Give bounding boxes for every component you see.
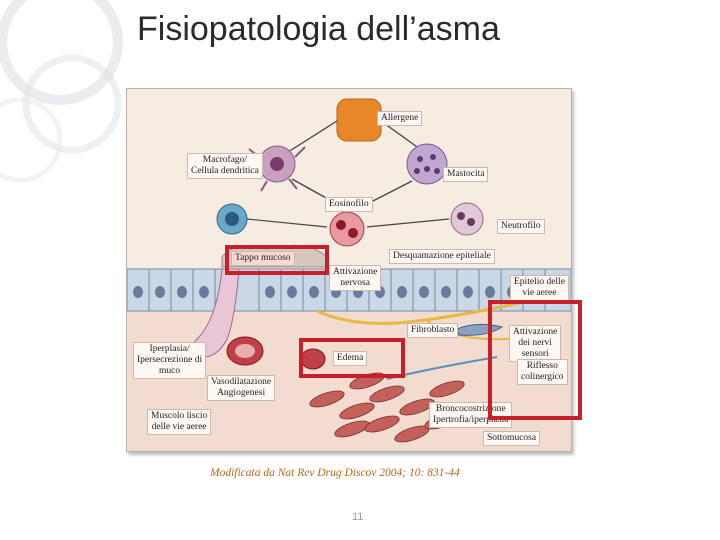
highlight-box-edema — [299, 338, 405, 378]
label-broncocostrizione: Broncocostrizione Ipertrofia/iperplasia — [429, 402, 513, 428]
label-tappo-mucoso: Tappo mucoso — [231, 251, 295, 266]
label-fibroblasto: Fibroblasto — [407, 323, 459, 338]
label-macrofago: Macrofago/ Cellula dendritica — [187, 153, 263, 179]
decorative-circles — [0, 0, 123, 183]
label-attivazione-nervi: Attivazione dei nervi sensori — [509, 325, 562, 362]
label-epitelio: Epitelio delle vie aeree — [510, 275, 569, 301]
label-allergene: Allergene — [377, 111, 423, 126]
figure-caption: Modificata da Nat Rev Drug Discov 2004; … — [210, 467, 460, 479]
highlight-box-nervi — [488, 300, 582, 420]
label-vasodilatazione: Vasodilatazione Angiogenesi — [207, 375, 276, 401]
label-desquamazione: Desquamazione epiteliale — [389, 249, 495, 264]
label-mastocita: Mastocita — [443, 167, 489, 182]
slide-title: Fisiopatologia dell’asma — [137, 10, 500, 48]
smooth-muscle — [309, 372, 465, 443]
highlight-box-tappo-mucoso — [225, 245, 329, 275]
asthma-pathophysiology-figure: Allergene Macrofago/ Cellula dendritica … — [126, 88, 572, 452]
label-attivazione-nervosa: Attivazione nervosa — [329, 265, 382, 291]
label-muscolo: Muscolo liscio delle vie aeree — [147, 409, 212, 435]
label-riflesso: Riflesso colinergico — [517, 359, 568, 385]
mast-cell — [406, 143, 448, 185]
label-neutrofilo: Neutrofilo — [497, 219, 545, 234]
label-sottomucosa: Sottomucosa — [483, 431, 541, 446]
neutrophil-cell — [450, 202, 484, 236]
label-iperplasia: Iperplasia/ Ipersecrezione di muco — [133, 342, 207, 379]
label-eosinofilo: Eosinofilo — [325, 197, 373, 212]
label-edema: Edema — [333, 351, 368, 366]
eosinophil-cell — [329, 211, 365, 247]
page-number: 11 — [352, 511, 364, 523]
